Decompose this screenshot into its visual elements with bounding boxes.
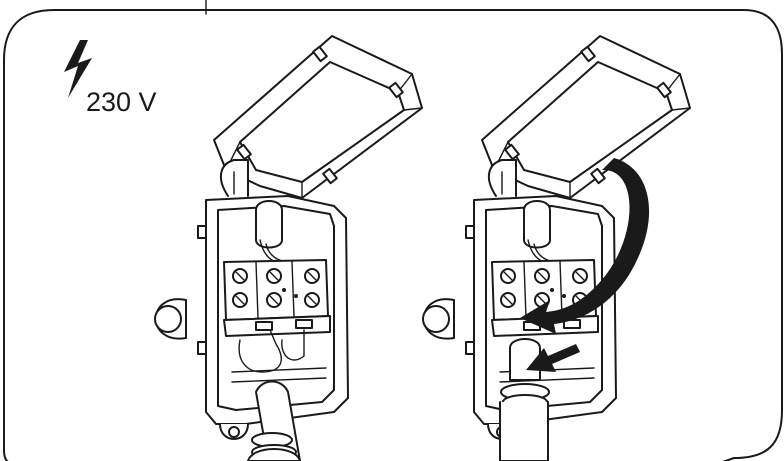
- lightning-bolt-icon: [64, 40, 92, 98]
- junction-box-closing: [422, 35, 691, 461]
- voltage-label: 230 V: [86, 87, 157, 117]
- box-lid-closing: [481, 35, 691, 199]
- junction-box-open: [154, 35, 423, 461]
- box-lid-open: [213, 35, 423, 199]
- cable-left: [238, 329, 305, 461]
- cable-insert-arrow-icon: [526, 344, 580, 372]
- cable-right: [499, 338, 550, 461]
- lid-close-arrow-icon: [520, 158, 650, 334]
